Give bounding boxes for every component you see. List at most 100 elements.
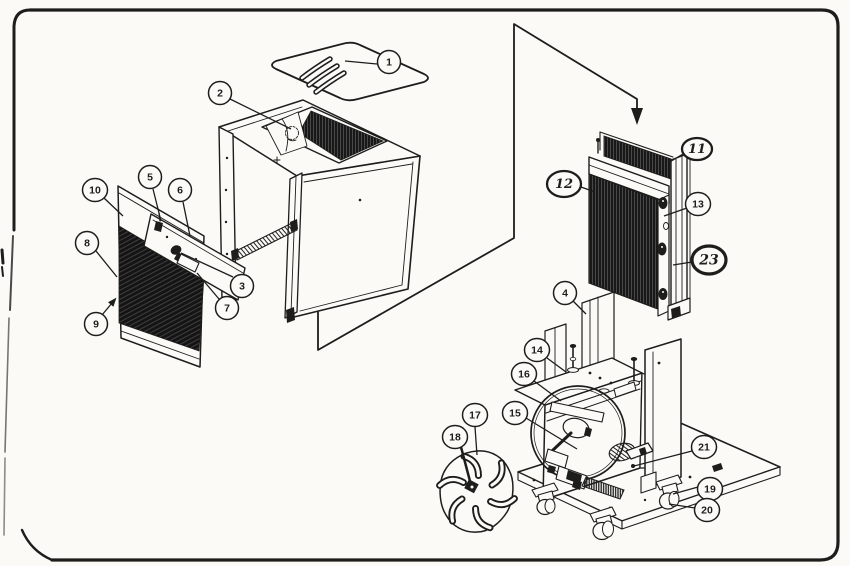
front-grille-panel bbox=[117, 185, 246, 368]
fill-hole-detail bbox=[285, 126, 299, 140]
caster-front-center bbox=[589, 506, 617, 541]
sub-panel-hole bbox=[165, 235, 169, 239]
callout-leader bbox=[459, 446, 473, 486]
clamp-dark bbox=[639, 447, 647, 456]
callout-number: 10 bbox=[89, 185, 101, 197]
mount-dark-foot bbox=[566, 470, 582, 484]
callout-leader bbox=[95, 250, 118, 278]
callout-1: 1 bbox=[344, 49, 402, 75]
callout-bubble bbox=[461, 402, 489, 428]
plate-hole-1 bbox=[532, 478, 536, 482]
border-left-low bbox=[4, 317, 10, 453]
rear-coil-frame bbox=[599, 131, 674, 158]
callout-number: 14 bbox=[531, 345, 543, 357]
caster-right bbox=[655, 474, 683, 510]
coil-assembly bbox=[588, 131, 691, 321]
callout-number: 9 bbox=[93, 319, 99, 331]
callout-3: 3 bbox=[180, 252, 255, 299]
louver-slots bbox=[299, 56, 347, 95]
callout-leader bbox=[633, 450, 693, 467]
motor-shaft bbox=[550, 431, 573, 453]
callout-leader bbox=[572, 300, 587, 315]
fan-blade bbox=[440, 451, 515, 532]
callout-number: 23 bbox=[698, 253, 719, 269]
callout-leader bbox=[229, 98, 292, 130]
clamp-screw bbox=[631, 464, 635, 468]
callout-23: 23 bbox=[672, 244, 728, 276]
callout-number: 6 bbox=[177, 185, 183, 197]
frame-screw-dots bbox=[224, 156, 281, 256]
plate-hole-3 bbox=[688, 475, 692, 479]
margin-mark-1 bbox=[0, 248, 5, 265]
bracket-panel bbox=[644, 338, 682, 489]
callout-leader bbox=[533, 380, 562, 402]
bracket-panel-tab bbox=[640, 471, 657, 494]
corner-post-foot bbox=[286, 307, 295, 323]
coil-side-rail-lines bbox=[675, 155, 691, 311]
callout-bubble bbox=[376, 49, 402, 75]
callout-number: 20 bbox=[701, 505, 713, 517]
callout-leader bbox=[672, 486, 699, 495]
callout-leader bbox=[546, 357, 567, 373]
refrigerant-fittings bbox=[657, 197, 669, 300]
callout-10: 10 bbox=[81, 177, 124, 217]
fill-hole-squiggle bbox=[287, 138, 297, 142]
callout-number: 13 bbox=[692, 199, 704, 211]
bracket-panel-hole bbox=[657, 361, 661, 365]
border-left-bottom bbox=[3, 457, 6, 536]
callout-bubble bbox=[552, 280, 578, 306]
plate-screw-mark bbox=[712, 463, 723, 472]
callout-leader bbox=[580, 186, 596, 193]
deck-bolts bbox=[567, 344, 640, 398]
callout-13: 13 bbox=[663, 191, 712, 217]
margin-artifacts bbox=[0, 248, 5, 277]
coil-side-rail bbox=[670, 153, 688, 313]
inner-baffle-fold bbox=[281, 118, 289, 152]
border-main bbox=[28, 8, 840, 562]
callout-bubble bbox=[74, 230, 100, 256]
motor-bolt bbox=[584, 427, 592, 437]
right-bracket-panel bbox=[640, 338, 682, 494]
cross-rail-end-right bbox=[290, 219, 298, 232]
base-plate-details bbox=[532, 463, 723, 510]
cabinet-top-fold-line bbox=[224, 106, 303, 133]
coil-top-screw bbox=[596, 138, 600, 142]
knob-bracket bbox=[176, 253, 200, 273]
callout-leader bbox=[180, 252, 234, 278]
border-left-top bbox=[12, 8, 32, 232]
callout-17: 17 bbox=[461, 402, 489, 456]
cross-rail-end-left bbox=[231, 248, 239, 261]
callout-bubble bbox=[690, 244, 728, 276]
callout-leader bbox=[344, 60, 378, 65]
callout-number: 4 bbox=[562, 288, 568, 300]
callout-bubble bbox=[83, 311, 109, 337]
callout-bubble bbox=[207, 80, 233, 106]
callout-bubble bbox=[214, 295, 240, 321]
callout-5: 5 bbox=[137, 164, 163, 222]
fan-blade-disc bbox=[439, 450, 514, 533]
callout-number: 8 bbox=[84, 238, 90, 250]
callout-leader bbox=[663, 207, 688, 217]
control-sub-panel bbox=[143, 213, 246, 301]
mount-vent-strip bbox=[581, 476, 625, 500]
page-border bbox=[3, 8, 840, 562]
callout-leader bbox=[667, 153, 684, 164]
cabinet-right-panel-inset-lines bbox=[299, 161, 414, 312]
callout-bubble bbox=[81, 177, 109, 203]
callout-bubble bbox=[229, 273, 255, 299]
callout-number: 11 bbox=[688, 142, 706, 157]
callout-15: 15 bbox=[501, 400, 578, 450]
callout-number: 12 bbox=[555, 177, 573, 192]
callout-number: 2 bbox=[217, 88, 223, 100]
control-sub-panel-line bbox=[152, 219, 244, 274]
base-plate-edge-right bbox=[621, 466, 781, 530]
callout-4: 4 bbox=[552, 280, 587, 315]
callout-8: 8 bbox=[74, 230, 118, 278]
cabinet-corner-post-line bbox=[290, 176, 297, 315]
top-cover-panel bbox=[271, 41, 429, 102]
callout-leader bbox=[525, 417, 578, 450]
border-corner-flourish bbox=[20, 528, 54, 562]
assembly-pointer-arrow bbox=[317, 23, 643, 351]
